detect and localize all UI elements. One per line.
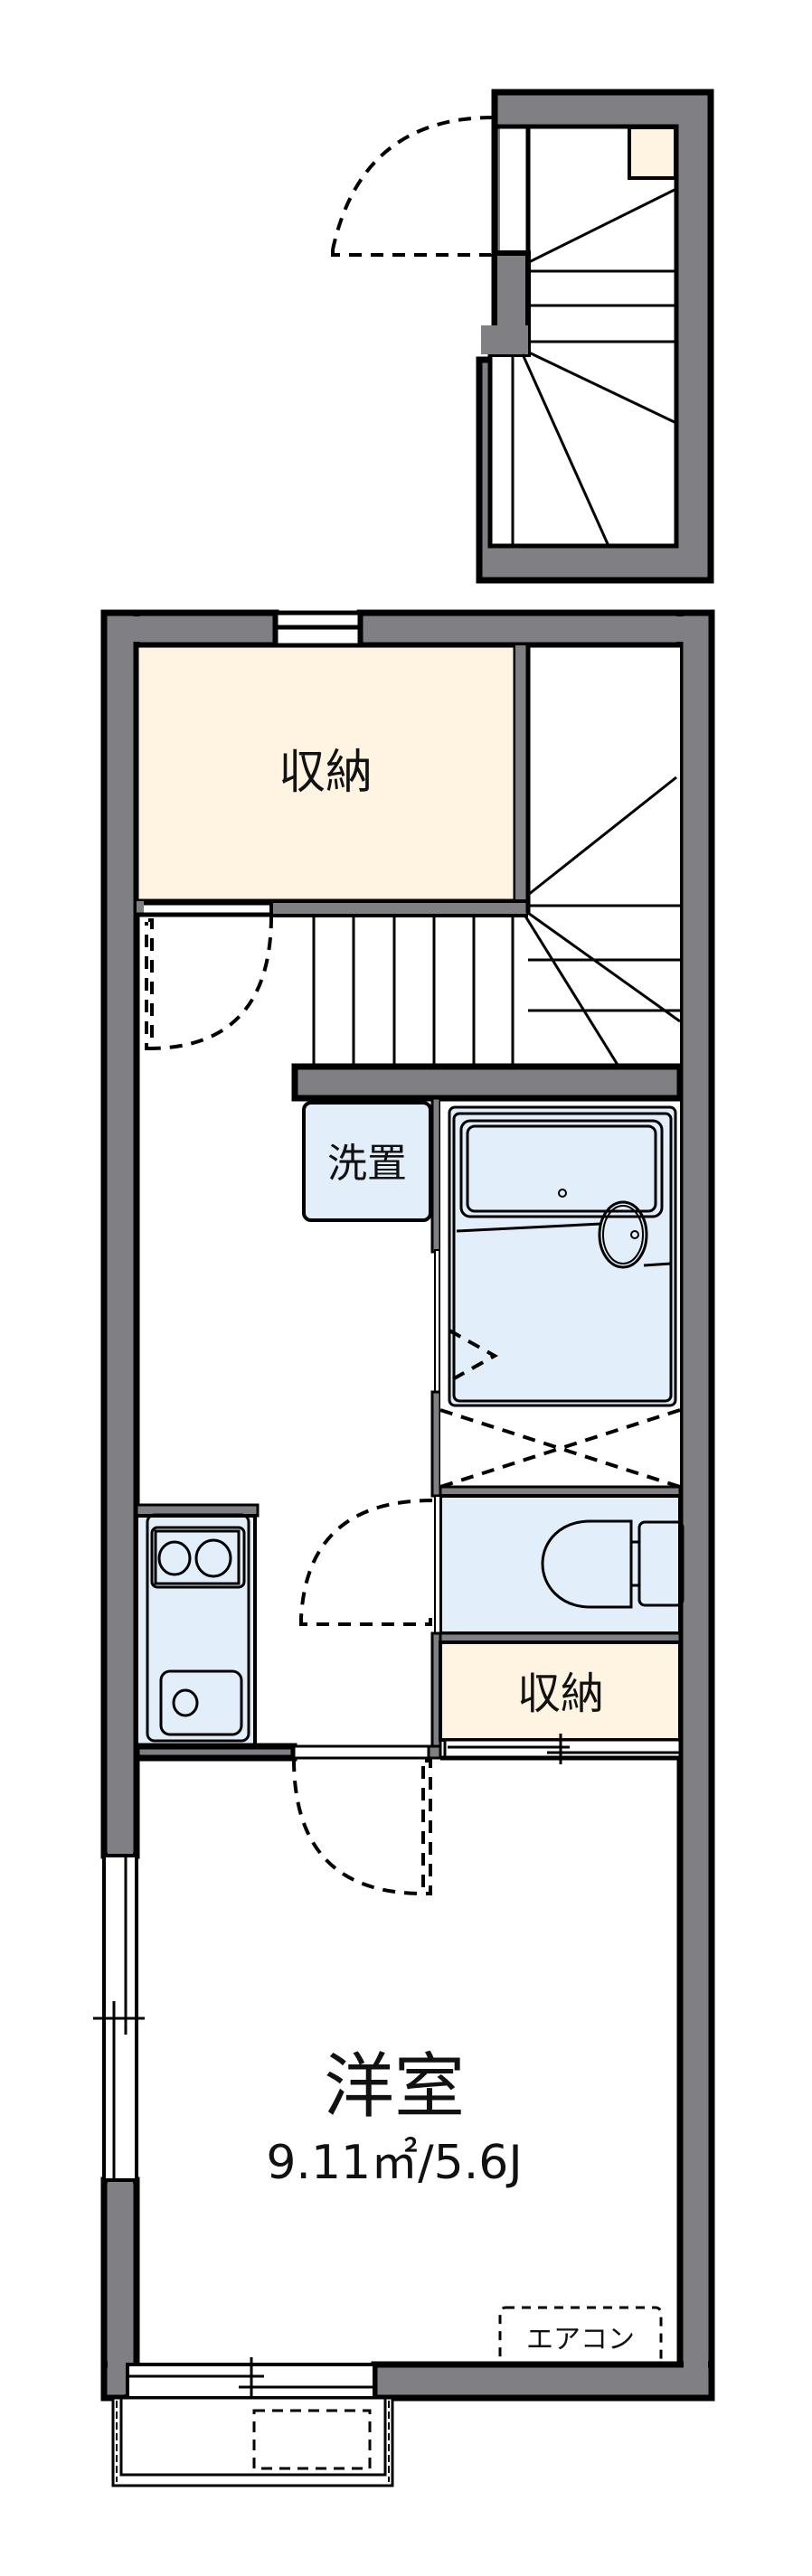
upper-stair-tower xyxy=(331,89,714,584)
main-stairs xyxy=(312,643,681,1067)
lower-storage-label: 収納 xyxy=(517,1669,604,1719)
laundry-label: 洗置 xyxy=(327,1141,407,1187)
stove-icon xyxy=(150,1526,246,1589)
small-storage-box xyxy=(628,126,677,180)
entrance-door[interactable] xyxy=(331,116,494,257)
western-room-label: 洋室 xyxy=(324,2046,465,2128)
balcony xyxy=(111,2396,394,2487)
lower-storage-room: 収納 xyxy=(439,1641,682,1764)
laundry-space: 洗置 xyxy=(302,1101,432,1222)
outdoor-unit-placeholder xyxy=(252,2409,372,2470)
upper-storage-label: 収納 xyxy=(279,746,373,800)
main-walls xyxy=(100,609,715,2402)
storage-door[interactable] xyxy=(145,915,273,1050)
sink-icon xyxy=(159,1669,243,1736)
toilet-tank-icon xyxy=(637,1520,685,1607)
western-room-area: 9.11㎡/5.6J xyxy=(266,2136,522,2190)
wash-basin-icon xyxy=(598,1200,648,1269)
bottom-window xyxy=(126,2357,376,2408)
room-door[interactable] xyxy=(292,1758,432,1895)
top-window xyxy=(273,610,363,648)
toilet-door[interactable] xyxy=(299,1499,433,1626)
western-room: 洋室 9.11㎡/5.6J xyxy=(266,2046,522,2190)
left-window xyxy=(93,1854,145,2182)
bathtub-unit xyxy=(448,1105,677,1407)
kitchen xyxy=(135,1503,260,1748)
upper-storage-room: 収納 xyxy=(134,643,518,904)
air-conditioner-label: エアコン xyxy=(526,2324,635,2355)
toilet-room xyxy=(439,1494,685,1635)
bathroom xyxy=(439,1096,681,1493)
toilet-bowl-icon xyxy=(541,1519,633,1609)
bathtub-icon xyxy=(459,1119,664,1218)
air-conditioner: エアコン xyxy=(498,2306,663,2366)
